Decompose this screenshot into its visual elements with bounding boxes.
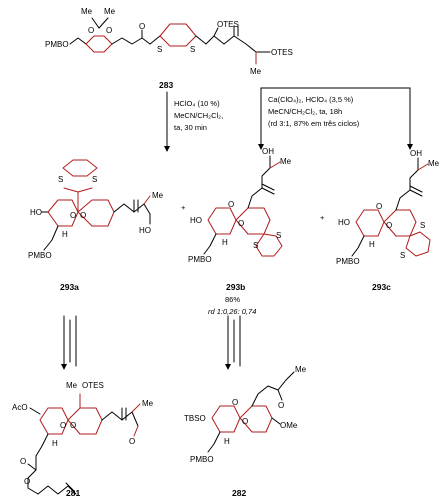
atom-label: Me (428, 159, 440, 168)
ratio-293b: rd 1:0,26: 0,74 (208, 307, 256, 316)
atom-label: O (139, 22, 145, 31)
atom-label: Me (142, 399, 154, 408)
atom-label: Me (81, 7, 93, 16)
reaction-arrows (61, 87, 413, 370)
atom-label: H (222, 238, 228, 247)
atom-label: Me (152, 191, 164, 200)
condition-text: HClO₄ (10 %) (174, 99, 220, 108)
condition-text: (rd 3:1, 87% em três ciclos) (268, 119, 360, 128)
atom-label: H (62, 230, 68, 239)
condition-text: MeCN/CH₂Cl₂, (174, 111, 223, 120)
condition-text: ta, 30 min (174, 123, 207, 132)
plus-sign: + (181, 203, 186, 212)
compound-293a: S S O O HO H PMBO Me HO 293a (28, 159, 164, 292)
atom-label: S (420, 221, 425, 230)
atom-label: S (58, 175, 63, 184)
atom-label: Me (104, 7, 116, 16)
condition-text: MeCN/CH₂Cl₂, ta, 18h (268, 107, 342, 116)
atom-label: O (70, 421, 76, 430)
atom-label: O (129, 437, 135, 446)
atom-label: Me (295, 365, 307, 374)
atom-label: O (60, 421, 66, 430)
plus-sign: + (320, 213, 325, 222)
atom-label: OTES (82, 381, 104, 390)
atom-label: O (106, 26, 112, 35)
atom-label: TBSO (184, 414, 206, 423)
atom-label: OH (262, 147, 274, 156)
atom-label: Me (280, 157, 292, 166)
compound-id-293a: 293a (60, 282, 79, 292)
atom-label: O (20, 457, 26, 466)
atom-label: O (376, 202, 382, 211)
conditions-right: Ca(ClO₄)₂, HClO₄ (3,5 %) MeCN/CH₂Cl₂, ta… (268, 95, 360, 128)
compound-283: PMBO O O Me Me O S S OTES Me OTES 283 (45, 7, 293, 90)
atom-label: H (224, 437, 230, 446)
atom-label: OH (410, 149, 422, 158)
atom-label: O (80, 211, 86, 220)
atom-label: HO (338, 218, 350, 227)
compound-281: O O AcO Me OTES H O O Me O 281 (12, 381, 154, 498)
atom-label: S (157, 45, 162, 54)
atom-label: OTES (271, 48, 293, 57)
atom-label: HO (190, 216, 202, 225)
atom-label: AcO (12, 403, 28, 412)
atom-label: PMBO (188, 255, 212, 264)
atom-label: O (88, 26, 94, 35)
atom-label: S (92, 175, 97, 184)
conditions-left: HClO₄ (10 %) MeCN/CH₂Cl₂, ta, 30 min (174, 99, 223, 132)
atom-label: O (278, 401, 284, 410)
compound-293c: O O HO H PMBO S S Me OH 293c (336, 149, 440, 292)
atom-label: S (253, 241, 258, 250)
atom-label: O (228, 200, 234, 209)
atom-label: Me (66, 381, 78, 390)
atom-label: OTES (217, 20, 239, 29)
atom-label: PMBO (45, 40, 69, 49)
atom-label: OMe (280, 421, 298, 430)
atom-label: PMBO (336, 257, 360, 266)
atom-label: O (238, 219, 244, 228)
atom-label: S (400, 251, 405, 260)
atom-label: O (386, 221, 392, 230)
compound-id-281: 281 (66, 488, 80, 498)
triple-arrow-left (61, 315, 77, 370)
atom-label: H (52, 439, 58, 448)
compound-id-282: 282 (232, 488, 246, 498)
atom-label: Me (250, 67, 262, 76)
atom-label: PMBO (190, 455, 214, 464)
triple-arrow-right (225, 315, 241, 370)
compound-282: O O TBSO H PMBO OMe O Me 282 (184, 365, 307, 498)
atom-label: H (369, 240, 375, 249)
atom-label: S (190, 45, 195, 54)
atom-label: O (242, 417, 248, 426)
compound-id-293b: 293b (226, 282, 245, 292)
compound-id-293c: 293c (372, 282, 391, 292)
atom-label: HO (139, 226, 151, 235)
atom-label: PMBO (28, 251, 52, 260)
atom-label: O (232, 398, 238, 407)
compound-id-283: 283 (159, 80, 173, 90)
atom-label: O (70, 211, 76, 220)
atom-label: O (24, 477, 30, 486)
condition-text: Ca(ClO₄)₂, HClO₄ (3,5 %) (268, 95, 354, 104)
yield-293b: 86% (225, 295, 240, 304)
compound-293b: O O HO H PMBO S S Me OH 293b 86% rd 1:0,… (188, 147, 292, 316)
atom-label: S (276, 231, 281, 240)
atom-label: HO (30, 208, 42, 217)
